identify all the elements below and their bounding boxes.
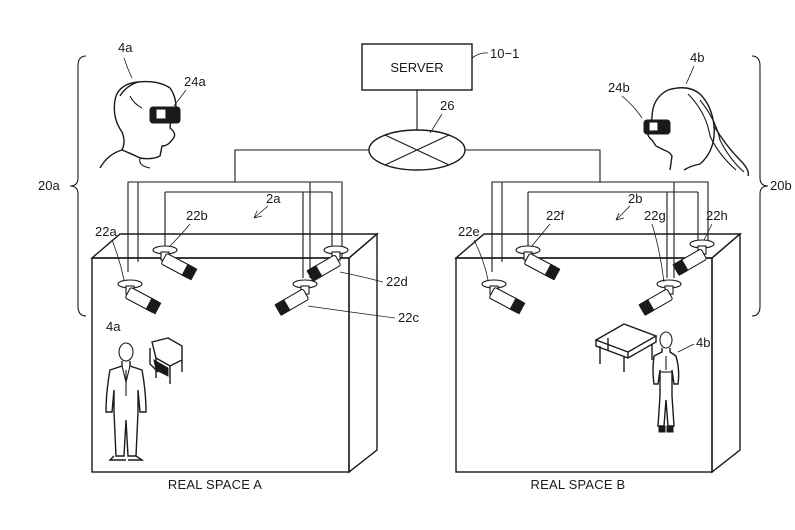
space-b-ref: 2b bbox=[628, 191, 642, 206]
camera-label-22g: 22g bbox=[644, 208, 666, 223]
camera-22g bbox=[638, 279, 682, 316]
real-space-b: REAL SPACE B 2b 22e 22f bbox=[454, 181, 742, 492]
user-b-hmd-ref: 24b bbox=[608, 80, 630, 95]
person-4a: 4a bbox=[105, 319, 147, 461]
camera-22h bbox=[672, 239, 715, 276]
space-a-caption: REAL SPACE A bbox=[168, 477, 262, 492]
camera-22c bbox=[274, 279, 318, 316]
camera-22a bbox=[117, 279, 162, 315]
space-b-caption: REAL SPACE B bbox=[531, 477, 626, 492]
camera-label-22b: 22b bbox=[186, 208, 208, 223]
user-b-head: 4b 24b bbox=[608, 50, 750, 177]
user-a-head: 4a 24a bbox=[99, 40, 206, 169]
table bbox=[594, 323, 658, 372]
camera-label-22f: 22f bbox=[546, 208, 564, 223]
system-b-brace: 20b bbox=[751, 55, 792, 317]
camera-22b bbox=[152, 245, 198, 281]
network: 26 bbox=[234, 98, 601, 182]
person-4b: 4b bbox=[652, 331, 710, 433]
server-label: SERVER bbox=[390, 60, 443, 75]
network-ref: 26 bbox=[440, 98, 454, 113]
camera-22f bbox=[515, 245, 561, 281]
camera-22d bbox=[306, 245, 349, 282]
camera-label-22e: 22e bbox=[458, 224, 480, 239]
user-a-hmd-ref: 24a bbox=[184, 74, 206, 89]
camera-label-22c: 22c bbox=[398, 310, 419, 325]
camera-label-22h: 22h bbox=[706, 208, 728, 223]
system-a-ref: 20a bbox=[38, 178, 60, 193]
server: SERVER 10−1 bbox=[361, 43, 519, 130]
camera-22e bbox=[481, 279, 526, 315]
camera-label-22d: 22d bbox=[386, 274, 408, 289]
user-b-person-ref: 4b bbox=[690, 50, 704, 65]
person-4a-ref: 4a bbox=[106, 319, 121, 334]
space-a-ref: 2a bbox=[266, 191, 281, 206]
server-ref: 10−1 bbox=[490, 46, 519, 61]
real-space-a: REAL SPACE A 2a 22a 22b bbox=[90, 181, 419, 492]
system-b-ref: 20b bbox=[770, 178, 792, 193]
person-4b-ref: 4b bbox=[696, 335, 710, 350]
system-a-brace: 20a bbox=[38, 55, 87, 317]
camera-label-22a: 22a bbox=[95, 224, 117, 239]
user-a-person-ref: 4a bbox=[118, 40, 133, 55]
chair bbox=[149, 337, 183, 384]
